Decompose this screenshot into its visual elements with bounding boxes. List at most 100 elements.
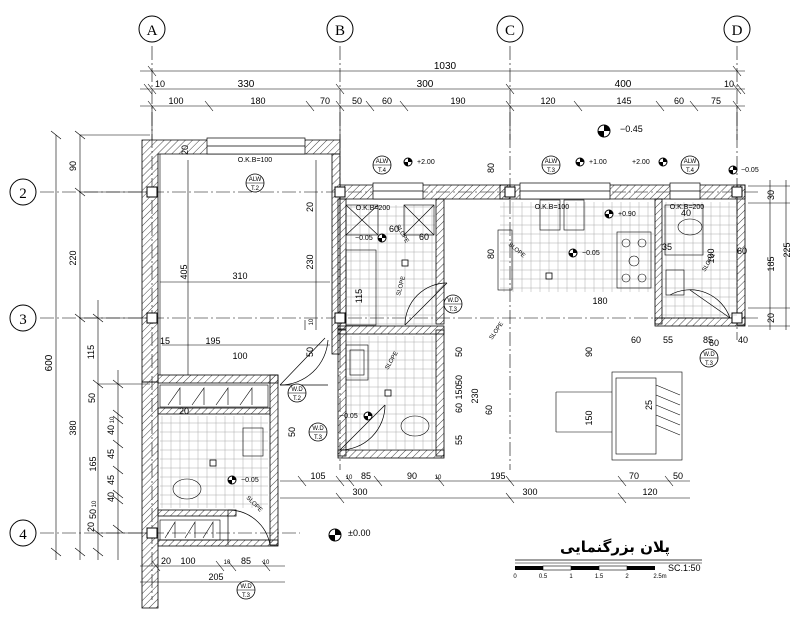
svg-text:0: 0	[513, 574, 517, 580]
svg-text:100: 100	[168, 96, 183, 106]
svg-text:60: 60	[709, 338, 719, 348]
svg-text:±0.00: ±0.00	[348, 528, 370, 538]
top-dimension-texts: 1030 10 330 300 400 10 100 180 70 50 60 …	[155, 61, 734, 106]
svg-text:300: 300	[522, 487, 537, 497]
svg-text:150: 150	[584, 410, 594, 425]
level-marker: +1.00	[575, 157, 607, 167]
grid-bubble-2: 2	[9, 178, 37, 206]
svg-text:190: 190	[450, 96, 465, 106]
svg-text:2.5m: 2.5m	[653, 574, 666, 580]
svg-text:145: 145	[616, 96, 631, 106]
svg-text:60: 60	[674, 96, 684, 106]
svg-text:300: 300	[352, 487, 367, 497]
dim-180: 180	[592, 296, 607, 306]
svg-text:10: 10	[346, 475, 353, 481]
left-dimension-chains	[50, 130, 150, 560]
grid-bubble-d: D	[723, 15, 751, 43]
tag-bubble: W.DT.2	[287, 383, 307, 403]
plan-title: پلان بزرگنمایی	[560, 538, 670, 557]
svg-text:T.3: T.3	[449, 307, 458, 313]
grid-bubble-c: C	[496, 15, 524, 43]
svg-text:40: 40	[106, 492, 116, 502]
svg-text:85: 85	[241, 556, 251, 566]
svg-text:C: C	[505, 23, 515, 39]
svg-text:ALW: ALW	[249, 177, 262, 183]
top-ticks-row1	[143, 83, 746, 95]
svg-text:W.D: W.D	[312, 426, 324, 432]
svg-text:120: 120	[540, 96, 555, 106]
svg-text:10: 10	[263, 560, 270, 566]
svg-text:310: 310	[232, 271, 247, 281]
svg-text:230: 230	[470, 388, 480, 403]
grid-bubble-b: B	[326, 15, 354, 43]
level-marker: +2.00	[632, 157, 668, 167]
svg-text:−0.05: −0.05	[582, 250, 600, 257]
svg-text:−0.05: −0.05	[340, 413, 358, 420]
svg-text:+2.00: +2.00	[632, 159, 650, 166]
svg-text:60: 60	[454, 403, 464, 413]
tag-bubble: ALW T.2	[245, 173, 265, 193]
level-marker: −0.05	[227, 475, 259, 485]
svg-text:220: 220	[68, 250, 78, 265]
svg-text:225: 225	[782, 242, 792, 257]
columns	[146, 186, 743, 539]
svg-text:60: 60	[484, 405, 494, 415]
interior-dimension-texts: 20 405 310 195 100 230 20 10 50 15 115 6…	[160, 145, 748, 445]
svg-text:O.K.B=100: O.K.B=100	[535, 204, 570, 211]
level-marker: −0.45	[597, 124, 643, 138]
svg-text:−0.45: −0.45	[620, 124, 643, 134]
svg-text:D: D	[732, 23, 743, 39]
svg-text:20: 20	[179, 406, 189, 416]
svg-text:10: 10	[110, 416, 116, 423]
svg-text:25: 25	[644, 400, 654, 410]
level-markers: −0.45 +2.00 +1.00 +2.00 −0.05 +0.90 −0.0…	[227, 124, 759, 542]
svg-text:0.5: 0.5	[539, 574, 548, 580]
svg-text:60: 60	[382, 96, 392, 106]
okb-labels: O.K.B=100 O.K.B=200 O.K.B=100 O.K.B=200	[238, 157, 705, 212]
level-marker: −0.05	[340, 411, 373, 421]
svg-text:10: 10	[224, 560, 231, 566]
svg-text:50: 50	[673, 471, 683, 481]
svg-text:50: 50	[352, 96, 362, 106]
svg-text:75: 75	[711, 96, 721, 106]
grid-bubble-3: 3	[9, 304, 37, 332]
svg-text:W.D: W.D	[240, 584, 252, 590]
svg-text:20: 20	[305, 202, 315, 212]
svg-text:100: 100	[706, 248, 716, 263]
svg-text:+0.90: +0.90	[618, 211, 636, 218]
svg-text:T.4: T.4	[378, 168, 387, 174]
tag-bubble: W.DT.3	[236, 580, 256, 600]
svg-text:300: 300	[417, 79, 434, 90]
doors	[227, 282, 731, 546]
tag-bubble: W.DT.3	[699, 348, 719, 368]
svg-text:20: 20	[766, 313, 776, 323]
svg-text:55: 55	[454, 435, 464, 445]
dim-overall-width: 1030	[434, 61, 457, 72]
svg-text:T.2: T.2	[251, 186, 260, 192]
svg-text:150: 150	[454, 384, 464, 399]
svg-text:O.K.B=100: O.K.B=100	[238, 157, 273, 164]
level-marker: ±0.00	[328, 528, 370, 542]
interior-lines	[159, 154, 704, 541]
svg-text:185: 185	[766, 256, 776, 271]
level-marker: −0.05	[355, 233, 387, 243]
svg-text:100: 100	[180, 556, 195, 566]
svg-text:−0.05: −0.05	[355, 235, 373, 242]
tag-bubble: W.DT.3	[308, 422, 328, 442]
svg-text:70: 70	[629, 471, 639, 481]
svg-text:+1.00: +1.00	[589, 159, 607, 166]
windows	[206, 137, 701, 200]
top-ticks-row0	[147, 65, 742, 77]
svg-text:2: 2	[625, 574, 629, 580]
svg-text:85: 85	[361, 471, 371, 481]
svg-text:100: 100	[232, 351, 247, 361]
svg-text:230: 230	[305, 254, 315, 269]
svg-text:T.3: T.3	[547, 168, 556, 174]
level-marker: +2.00	[403, 157, 435, 167]
svg-text:405: 405	[179, 264, 189, 279]
grid-bubbles: A B C D 2 3 4	[9, 15, 751, 547]
